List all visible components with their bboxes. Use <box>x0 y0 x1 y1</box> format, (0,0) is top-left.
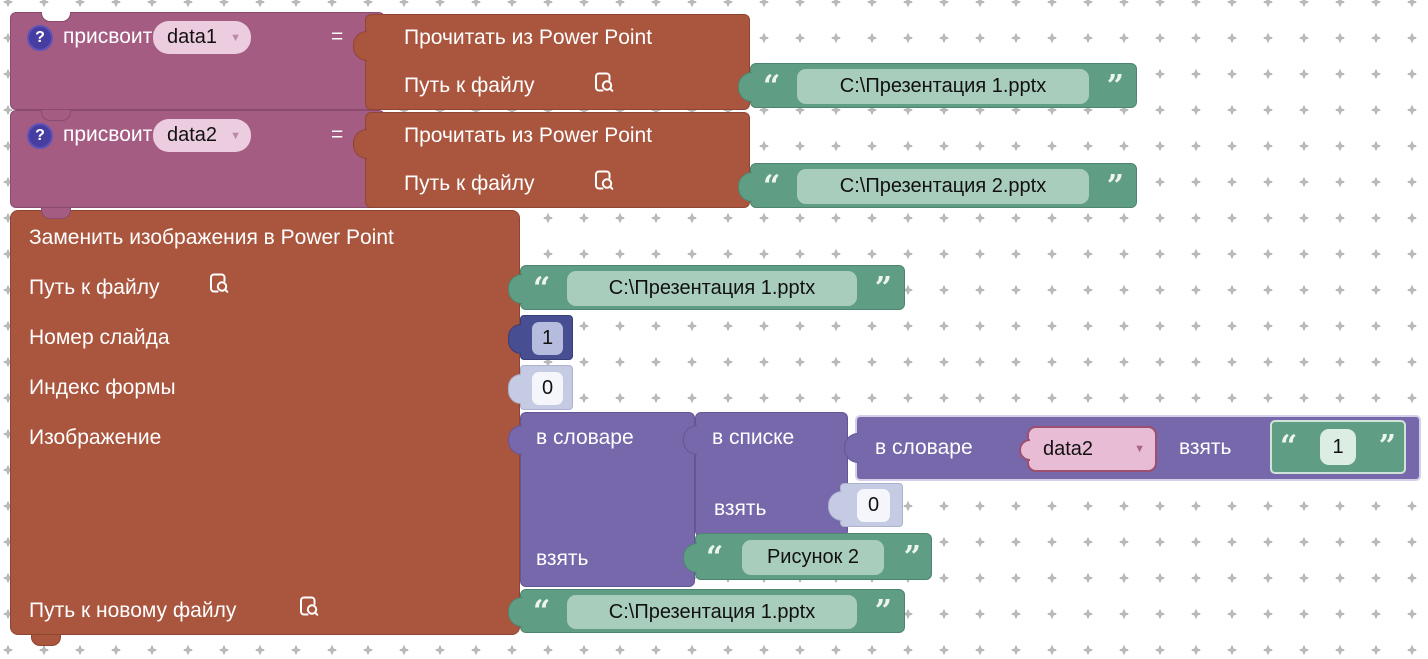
dict-label: в словаре <box>875 436 973 459</box>
variable-dropdown[interactable]: data1 ▼ <box>153 21 251 54</box>
close-quote-icon: ” <box>1106 169 1124 204</box>
string-value-field[interactable]: Рисунок 2 <box>742 540 884 575</box>
string-block-path2[interactable]: “ C:\Презентация 2.pptx ” <box>738 163 1137 208</box>
top-notch <box>41 12 71 22</box>
string-value-field[interactable]: C:\Презентация 2.pptx <box>797 169 1089 204</box>
close-quote-icon: ” <box>1106 69 1124 104</box>
file-path-label: Путь к файлу <box>29 276 160 299</box>
file-search-icon[interactable] <box>591 168 617 194</box>
string-block-path1[interactable]: “ C:\Презентация 1.pptx ” <box>738 63 1137 108</box>
take-label: взять <box>714 497 767 520</box>
number-value-field[interactable]: 0 <box>532 372 563 405</box>
file-search-icon[interactable] <box>206 271 232 297</box>
help-icon[interactable]: ? <box>27 25 53 51</box>
variable-name: data2 <box>167 124 218 146</box>
replace-block-title: Заменить изображения в Power Point <box>29 226 394 249</box>
slide-number-label: Номер слайда <box>29 326 170 349</box>
string-value-field[interactable]: C:\Презентация 1.pptx <box>797 69 1089 104</box>
string-value-field[interactable]: C:\Презентация 1.pptx <box>567 271 857 306</box>
next-statement-bump <box>41 208 71 219</box>
assign-data2-block[interactable]: ? присвоить data2 ▼ = <box>10 110 385 219</box>
open-quote-icon: “ <box>533 271 551 306</box>
file-path-label: Путь к файлу <box>404 172 535 195</box>
read-block-title: Прочитать из Power Point <box>404 124 653 147</box>
close-quote-icon: ” <box>874 594 892 629</box>
take-label: взять <box>536 547 589 570</box>
next-statement-bump <box>41 110 71 121</box>
file-search-icon[interactable] <box>591 70 617 96</box>
variable-name: data2 <box>1043 437 1094 460</box>
file-search-icon[interactable] <box>296 594 322 620</box>
variable-name: data1 <box>167 26 218 48</box>
variable-dropdown[interactable]: data2 ▼ <box>153 119 251 152</box>
shape-index-label: Индекс формы <box>29 376 176 399</box>
string-value-field[interactable]: 1 <box>1320 429 1356 465</box>
chevron-down-icon: ▼ <box>1134 443 1145 455</box>
equals-sign: = <box>331 25 344 48</box>
open-quote-icon: “ <box>533 594 551 629</box>
string-block-replace-path[interactable]: “ C:\Презентация 1.pptx ” <box>508 265 905 310</box>
replace-images-block[interactable]: Заменить изображения в Power Point Путь … <box>10 210 520 646</box>
list-label: в списке <box>712 426 795 449</box>
next-statement-bump <box>31 635 61 646</box>
take-label: взять <box>1179 436 1232 459</box>
list-get-block[interactable]: в списке взять <box>683 412 848 537</box>
number-value-field[interactable]: 1 <box>532 322 563 355</box>
equals-sign: = <box>331 123 344 146</box>
dict-label: в словаре <box>536 426 634 449</box>
open-quote-icon: “ <box>763 169 781 204</box>
assign-data1-block[interactable]: ? присвоить data1 ▼ = <box>10 12 385 121</box>
number-block-slide[interactable]: 1 <box>508 315 573 360</box>
number-block-list-index[interactable]: 0 <box>828 483 903 527</box>
dict-get-outer-block[interactable]: в словаре взять <box>508 412 695 587</box>
string-value-field[interactable]: C:\Презентация 1.pptx <box>567 595 857 629</box>
string-block-new-path[interactable]: “ C:\Презентация 1.pptx ” <box>508 589 905 633</box>
read-block-title: Прочитать из Power Point <box>404 26 653 49</box>
close-quote-icon: ” <box>903 540 921 575</box>
assign-label: присвоить <box>63 123 164 146</box>
dict-get-inner-block[interactable]: в словаре data2 ▼ взять “ 1 ” <box>844 415 1421 481</box>
close-quote-icon: ” <box>874 271 892 306</box>
chevron-down-icon: ▼ <box>230 129 241 142</box>
read-powerpoint-block-2[interactable]: Прочитать из Power Point Путь к файлу <box>353 112 750 208</box>
output-tab <box>1019 439 1030 461</box>
string-block-picture[interactable]: “ Рисунок 2 ” <box>683 533 932 580</box>
chevron-down-icon: ▼ <box>230 31 241 44</box>
number-block-shape-index[interactable]: 0 <box>508 365 573 410</box>
string-block-key[interactable]: “ 1 ” <box>1270 420 1406 474</box>
new-file-path-label: Путь к новому файлу <box>29 599 237 622</box>
read-powerpoint-block-1[interactable]: Прочитать из Power Point Путь к файлу <box>353 14 750 110</box>
image-label: Изображение <box>29 426 162 449</box>
file-path-label: Путь к файлу <box>404 74 535 97</box>
variable-block-data2[interactable]: data2 ▼ <box>1019 426 1157 472</box>
number-value-field[interactable]: 0 <box>857 489 890 522</box>
assign-label: присвоить <box>63 25 164 48</box>
open-quote-icon: “ <box>706 540 724 575</box>
open-quote-icon: “ <box>1280 429 1298 464</box>
close-quote-icon: ” <box>1378 429 1396 464</box>
open-quote-icon: “ <box>763 69 781 104</box>
help-icon[interactable]: ? <box>27 123 53 149</box>
